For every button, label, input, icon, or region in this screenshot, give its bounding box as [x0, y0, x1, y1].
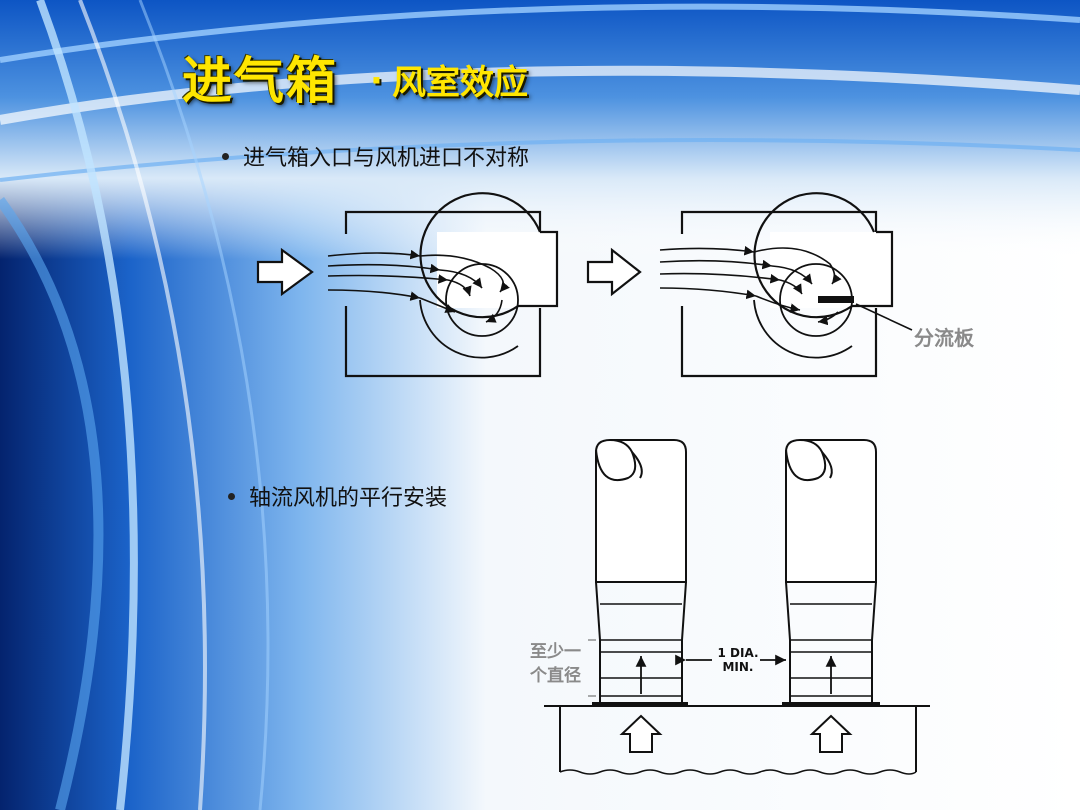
- flow-lines-left: [327, 249, 510, 323]
- dia-label-line1: 1 DIA.: [717, 646, 759, 660]
- bullet-item: 进气箱入口与风机进口不对称: [222, 140, 529, 172]
- flow-lines-right: [659, 245, 842, 326]
- plenum-floor: [544, 702, 930, 775]
- dia-label-line2: MIN.: [722, 660, 754, 674]
- min-diameter-label-line1: 至少一: [530, 642, 581, 662]
- dia-min-label: 1 DIA. MIN.: [712, 646, 764, 674]
- upflow-arrow-left: [619, 714, 663, 753]
- min-diameter-label: 至少一 个直径: [530, 640, 581, 688]
- bullet-dot: [222, 152, 229, 160]
- axial-fan-left: [595, 439, 687, 704]
- inlet-box-diagram-right: [680, 192, 913, 378]
- bullet-text: 轴流风机的平行安装: [249, 486, 448, 511]
- bullet-text: 进气箱入口与风机进口不对称: [243, 146, 530, 171]
- axial-fan-right: [785, 439, 877, 704]
- splitter-plate: [818, 296, 854, 303]
- height-bracket: [588, 639, 596, 697]
- splitter-leader-line: [855, 303, 913, 331]
- slide-subtitle: 风室效应: [392, 63, 528, 103]
- inlet-arrow-right: [586, 247, 642, 297]
- splitter-label: 分流板: [914, 326, 974, 350]
- upflow-arrow-right: [809, 714, 853, 753]
- inlet-box-diagram-left: [344, 192, 559, 378]
- inlet-arrow-left: [256, 247, 314, 297]
- bullet-item: 轴流风机的平行安装: [228, 480, 447, 512]
- title-separator: ·: [370, 61, 383, 101]
- bullet-dot: [228, 492, 235, 500]
- slide-title: 进气箱: [182, 52, 338, 110]
- min-diameter-label-line2: 个直径: [530, 666, 581, 686]
